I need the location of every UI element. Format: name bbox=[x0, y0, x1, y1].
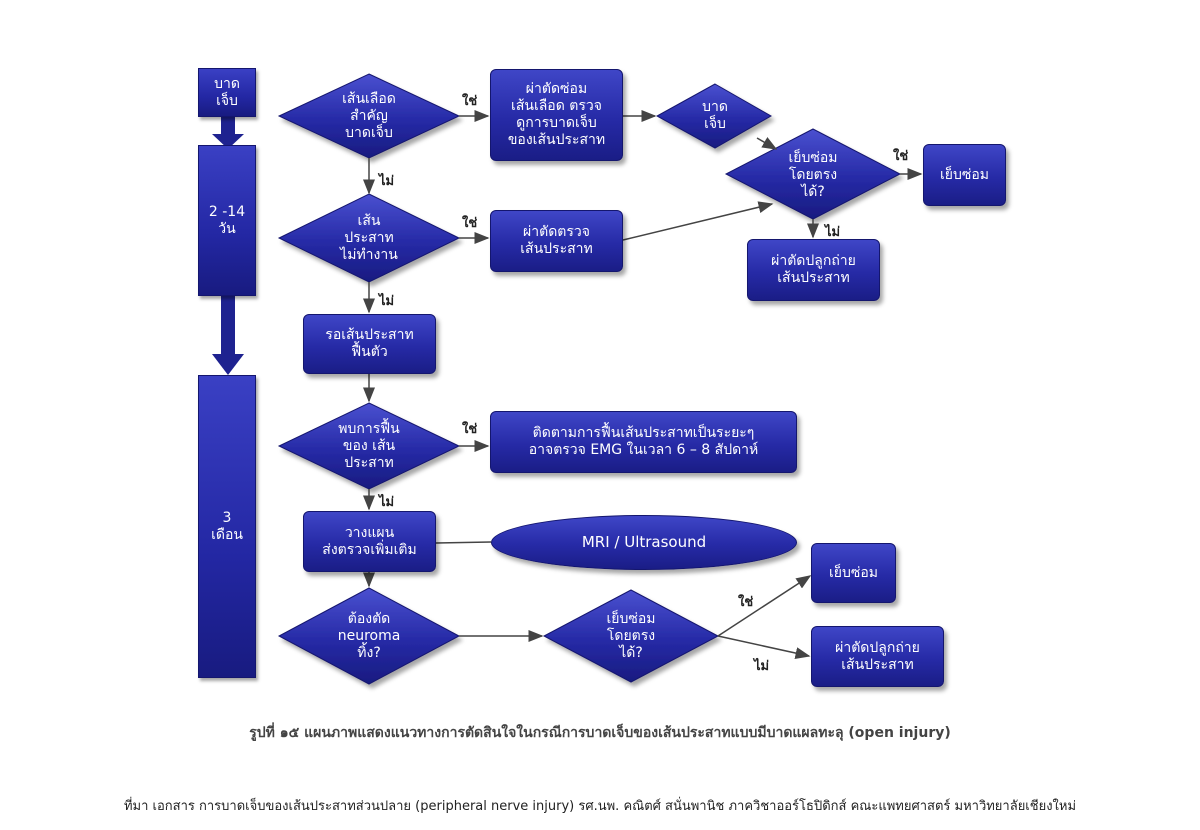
figure-caption: รูปที่ ๑๕ แผนภาพแสดงแนวทางการตัดสินใจในก… bbox=[249, 725, 951, 741]
diamond-neuroma-label: ต้องตัด neuroma ทิ้ง? bbox=[337, 610, 401, 661]
box-suture-2: เย็บซ่อม bbox=[811, 543, 896, 603]
label-yes-1: ใช่ bbox=[462, 94, 478, 109]
diamond-nerve-cut bbox=[655, 83, 773, 149]
box-explore-nerve: ผ่าตัดตรวจ เส้นประสาท bbox=[490, 210, 623, 272]
decision-shapes bbox=[277, 73, 902, 685]
label-no-2: ไม่ bbox=[825, 225, 841, 240]
box-suture-1: เย็บซ่อม bbox=[923, 144, 1006, 206]
box-repair-vessel: ผ่าตัดซ่อม เส้นเลือด ตรวจ ดูการบาดเจ็บ ข… bbox=[490, 69, 623, 161]
box-plan-investigation: วางแผน ส่งตรวจเพิ่มเติม bbox=[303, 511, 436, 572]
diamond-direct-repair-2 bbox=[542, 589, 720, 683]
label-no-1: ไม่ bbox=[379, 174, 395, 189]
arrows bbox=[363, 110, 923, 659]
diamond-nerve-fail-label: เส้น ประสาท ไม่ทำงาน bbox=[340, 212, 398, 263]
box-graft-2: ผ่าตัดปลูกถ่าย เส้นประสาท bbox=[811, 626, 944, 687]
box-graft-1: ผ่าตัดปลูกถ่าย เส้นประสาท bbox=[747, 239, 880, 301]
label-no-4: ไม่ bbox=[379, 495, 395, 510]
ellipse-imaging: MRI / Ultrasound bbox=[491, 515, 797, 570]
diamond-direct-repair-2-label: เย็บซ่อม โดยตรง ได้? bbox=[606, 610, 656, 661]
timeline-2-14-days: 2 -14 วัน bbox=[198, 145, 256, 296]
diamond-direct-repair-label: เย็บซ่อม โดยตรง ได้? bbox=[788, 149, 838, 200]
source-note: ที่มา เอกสาร การบาดเจ็บของเส้นประสาทส่วน… bbox=[123, 799, 1077, 814]
box-follow-up: ติดตามการฟื้นเส้นประสาทเป็นระยะๆ อาจตรวจ… bbox=[490, 411, 797, 473]
timeline-3-months: 3 เดือน bbox=[198, 375, 256, 678]
label-no-5: ไม่ bbox=[754, 659, 770, 674]
diamond-vessel-label: เส้นเลือด สำคัญ บาดเจ็บ bbox=[342, 90, 396, 141]
timeline-injury: บาด เจ็บ bbox=[198, 68, 256, 117]
label-no-3: ไม่ bbox=[379, 294, 395, 309]
diamond-neuroma bbox=[277, 587, 461, 685]
label-yes-4: ใช่ bbox=[462, 422, 478, 437]
label-yes-3: ใช่ bbox=[462, 216, 478, 231]
label-yes-2: ใช่ bbox=[893, 149, 909, 164]
label-yes-5: ใช่ bbox=[738, 595, 754, 610]
diamond-recovery-label: พบการฟื้น ของ เส้น ประสาท bbox=[338, 420, 400, 471]
box-wait-recovery: รอเส้นประสาท ฟื้นตัว bbox=[303, 314, 436, 374]
diamond-nerve-cut-label: บาด เจ็บ bbox=[702, 99, 728, 132]
timeline-arrows bbox=[212, 117, 244, 375]
